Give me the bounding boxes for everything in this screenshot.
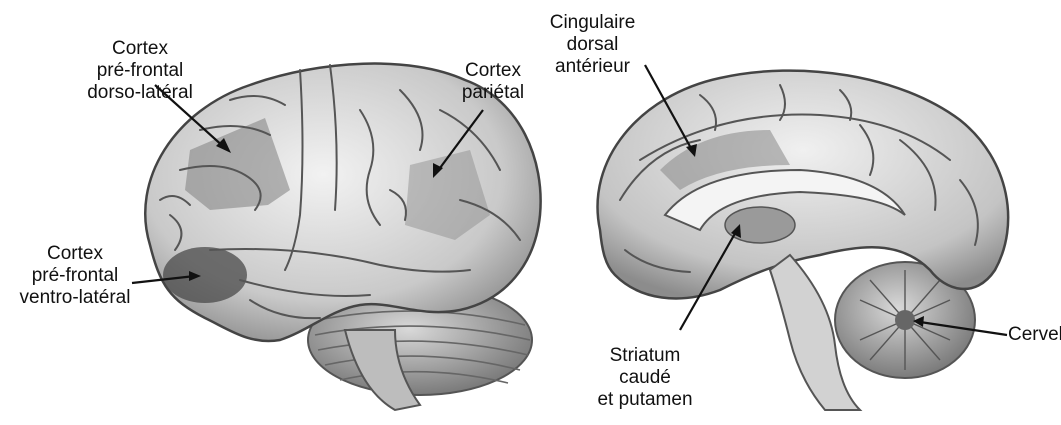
label-striatum-line1: Striatum — [580, 345, 710, 367]
vlpfc-region — [163, 247, 247, 303]
label-acc-line1: Cingulaire — [535, 12, 650, 34]
label-dlpfc-line2: pré-frontal — [60, 60, 220, 82]
striatum-region — [725, 207, 795, 243]
lateral-brain — [145, 64, 540, 410]
label-parietal-line1: Cortex — [448, 60, 538, 82]
label-parietal-line2: pariétal — [448, 82, 538, 104]
label-vlpfc-line2: pré-frontal — [5, 265, 145, 287]
label-parietal: Cortex pariétal — [448, 60, 538, 104]
label-striatum-line2: caudé — [580, 367, 710, 389]
label-dlpfc-line3: dorso-latéral — [60, 82, 220, 104]
label-acc-line2: dorsal — [535, 34, 650, 56]
label-acc-line3: antérieur — [535, 56, 650, 78]
label-striatum: Striatum caudé et putamen — [580, 345, 710, 411]
label-vlpfc-line3: ventro-latéral — [5, 287, 145, 309]
label-vlpfc: Cortex pré-frontal ventro-latéral — [5, 243, 145, 309]
label-vlpfc-line1: Cortex — [5, 243, 145, 265]
label-cerebellum-line1: Cervelet — [1008, 324, 1060, 346]
label-cerebellum: Cervelet — [1008, 324, 1060, 346]
label-dlpfc: Cortex pré-frontal dorso-latéral — [60, 38, 220, 104]
label-dlpfc-line1: Cortex — [60, 38, 220, 60]
label-acc: Cingulaire dorsal antérieur — [535, 12, 650, 78]
label-striatum-line3: et putamen — [580, 389, 710, 411]
